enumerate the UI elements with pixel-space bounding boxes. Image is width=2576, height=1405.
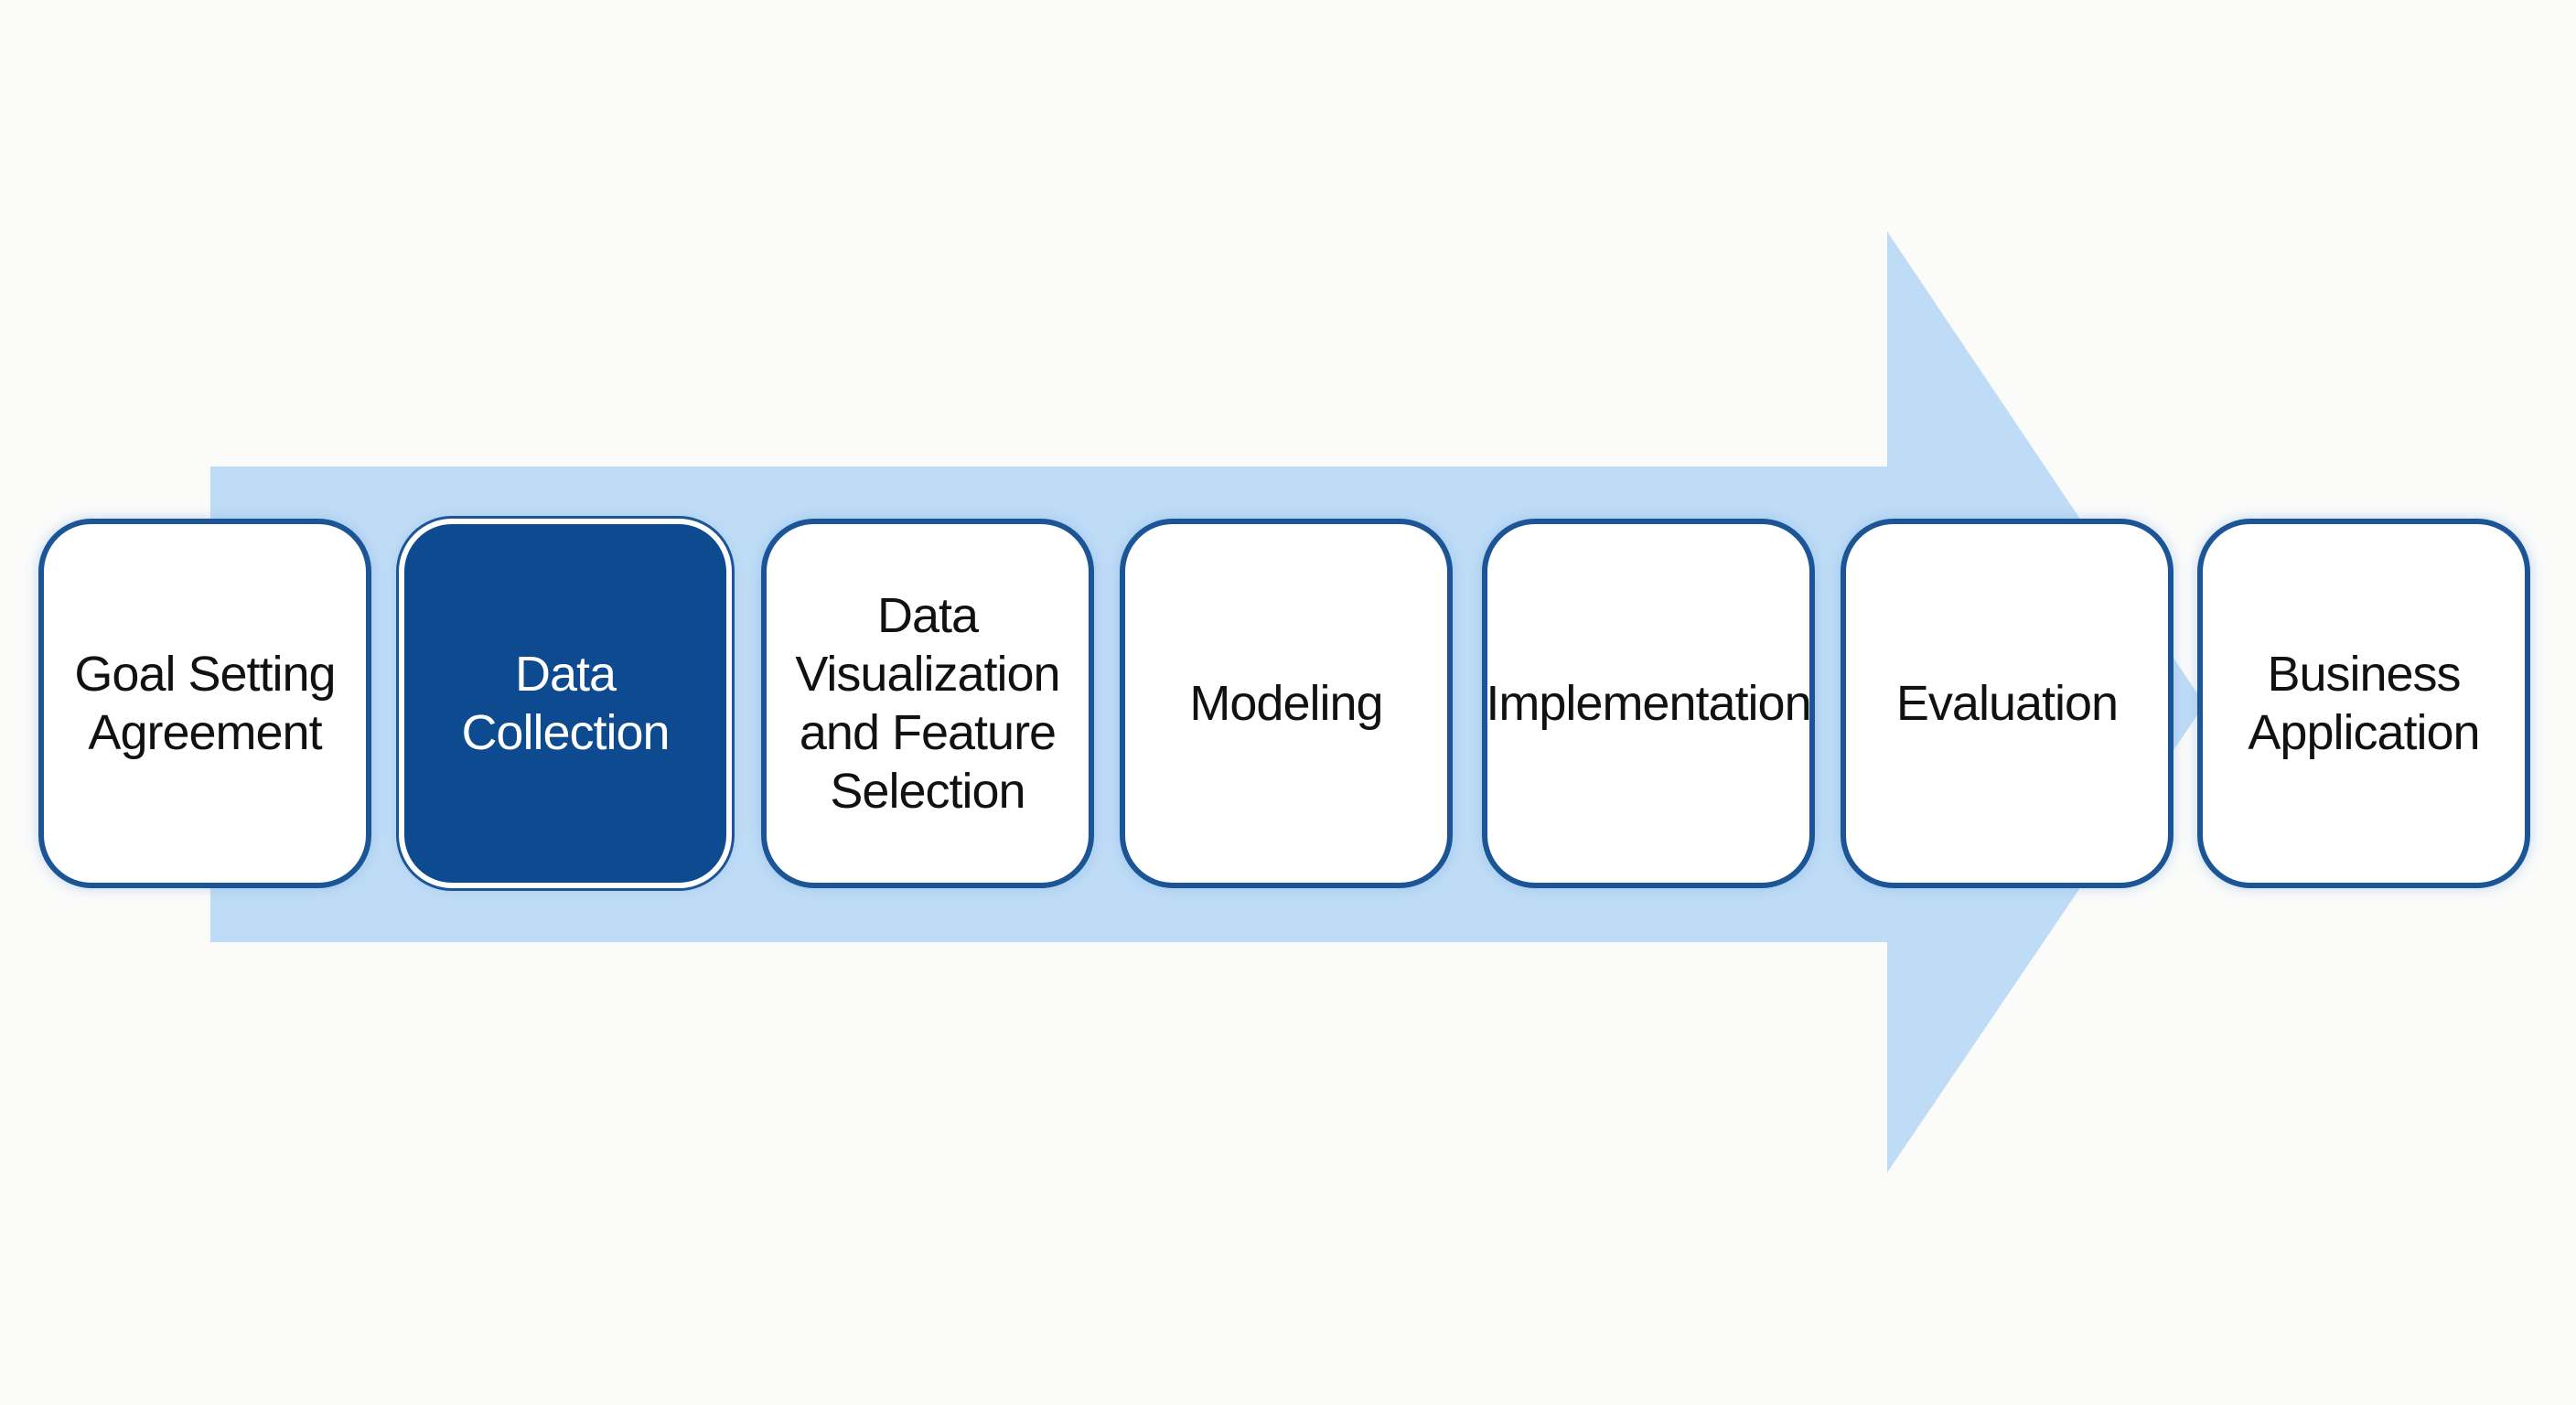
step-business-application: Business Application <box>2197 519 2530 888</box>
step-label: Modeling <box>1189 676 1383 731</box>
step-modeling: Modeling <box>1120 519 1453 888</box>
step-label: Business Application <box>2248 647 2480 760</box>
step-label: Implementation <box>1486 676 1811 731</box>
step-data-collection: Data Collection <box>399 519 732 888</box>
step-evaluation: Evaluation <box>1841 519 2174 888</box>
step-label: Data Visualization and Feature Selection <box>795 588 1060 819</box>
step-label: Evaluation <box>1895 676 2119 731</box>
step-implementation: Implementation <box>1482 519 1815 888</box>
step-label: Goal Setting Agreement <box>74 647 336 760</box>
step-goal-setting: Goal Setting Agreement <box>38 519 371 888</box>
step-data-visualization: Data Visualization and Feature Selection <box>761 519 1094 888</box>
step-label: Data Collection <box>461 647 670 760</box>
